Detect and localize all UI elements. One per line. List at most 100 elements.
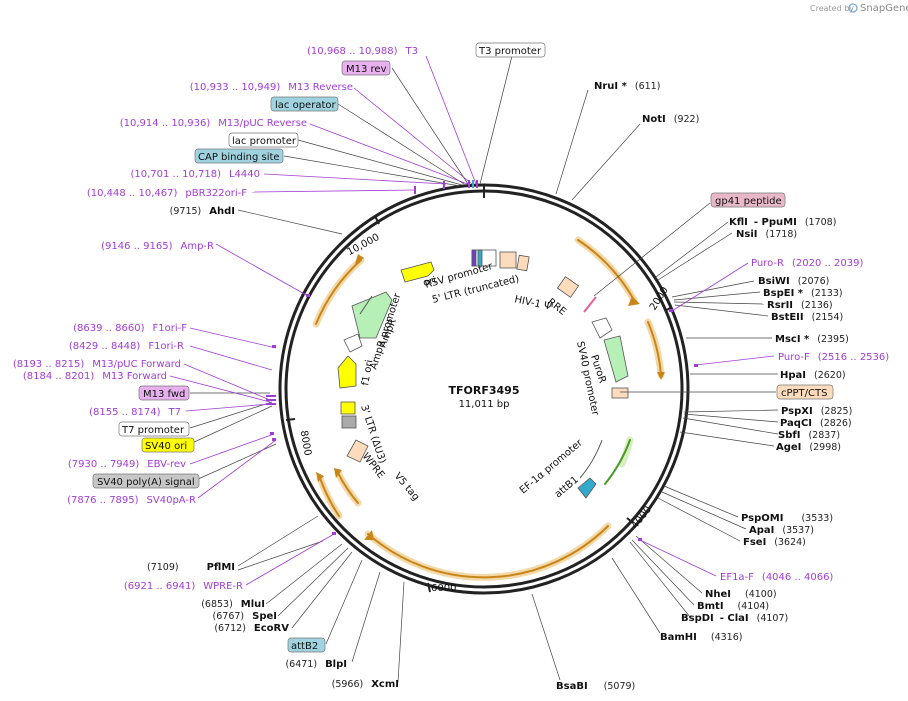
feature-attb1-label: attB1 xyxy=(553,474,581,500)
enzyme-fsei: FseI(3624) xyxy=(743,537,806,548)
enzyme-nhei: NheI(4100) xyxy=(705,589,777,600)
svg-text:CAP binding site: CAP binding site xyxy=(198,152,280,163)
sv40-ori-shape xyxy=(340,401,356,415)
tick-6000 xyxy=(427,582,431,593)
enzyme-bspdi: BspDI- ClaI(4107) xyxy=(681,613,788,624)
box-t3-promoter: T3 promoter xyxy=(475,42,546,58)
enzyme-hpai: HpaI(2620) xyxy=(780,370,846,381)
primer-l4440: (10,701 .. 10,718)L4440 xyxy=(130,169,260,180)
cppt-shape xyxy=(611,387,629,399)
enzyme-pspomi: PspOMI(3533) xyxy=(741,513,833,524)
enzyme-msci: MscI *(2395) xyxy=(775,334,849,345)
enzyme-ahdi: (9715)AhdI xyxy=(170,206,235,217)
feature-f1ori-label: f1 ori xyxy=(360,359,375,387)
credit-prefix: Created by xyxy=(810,4,854,13)
primer-puro-f: Puro-F(2516 .. 2536) xyxy=(778,352,889,363)
primer-t3: (10,968 .. 10,988)T3 xyxy=(307,46,418,57)
tick-2000 xyxy=(664,306,673,312)
feature-ef1a-label: EF-1α promoter xyxy=(518,437,586,496)
left-leader-lines xyxy=(189,55,513,683)
svg-text:lac operator: lac operator xyxy=(275,100,336,111)
primer-wpre-r: (6921 .. 6941)WPRE-R xyxy=(124,581,243,592)
ampr-promoter-shape xyxy=(343,333,363,353)
enzyme-bsabi: BsaBI(5079) xyxy=(556,681,635,692)
feature-v5-label: V5 tag xyxy=(392,471,421,503)
ampr-arrow xyxy=(359,295,373,315)
enzyme-noti: NotI(922) xyxy=(642,114,699,125)
box-m13-rev: M13 rev xyxy=(341,60,391,76)
tick-label-8000: 8000 xyxy=(298,430,313,457)
svg-text:T7 promoter: T7 promoter xyxy=(121,425,185,436)
rre-shape xyxy=(516,254,530,272)
puror-shape xyxy=(603,335,629,383)
feature-rre-label: RRE xyxy=(545,297,568,318)
primer-f1ori-f: (8639 .. 8660)F1ori-F xyxy=(73,323,187,334)
inner-features xyxy=(337,249,629,499)
feature-ori-label: ori xyxy=(422,275,437,289)
primer-amp-r: (9146 .. 9165)Amp-R xyxy=(101,241,214,252)
ampr-shape xyxy=(351,291,393,339)
tick-8000 xyxy=(285,418,296,421)
box-sv40-polya: SV40 poly(A) signal xyxy=(92,473,200,489)
svg-text:T3 promoter: T3 promoter xyxy=(478,46,542,57)
svg-text:attB2: attB2 xyxy=(291,641,318,652)
svg-text:M13 rev: M13 rev xyxy=(346,64,387,75)
hiv-shape xyxy=(499,251,517,269)
gp41-marker xyxy=(583,296,597,313)
primer-t7: (8155 .. 8174)T7 xyxy=(89,407,181,418)
ring-markers xyxy=(266,180,698,541)
svg-text:M13 fwd: M13 fwd xyxy=(143,389,185,400)
sv40-promoter-shape xyxy=(591,317,613,339)
rre-box-shape xyxy=(556,276,580,298)
right-primer-lines xyxy=(639,262,775,577)
box-lac-promoter: lac promoter xyxy=(228,132,299,148)
plasmid-name: TFORF3495 xyxy=(449,384,520,397)
primer-pbr322ori-f: (10,448 .. 10,467)pBR322ori-F xyxy=(87,188,247,199)
enzyme-bamhi: BamHI(4316) xyxy=(660,632,742,643)
primer-m13-reverse: (10,933 .. 10,949)M13 Reverse xyxy=(190,82,353,93)
ori-shape xyxy=(400,261,435,283)
f1ori-shape xyxy=(337,355,357,389)
enzyme-rsrii: RsrII(2136) xyxy=(767,300,833,311)
arc-cppt-halo xyxy=(644,318,665,379)
enzyme-pspxi: PspXI(2825) xyxy=(781,406,852,417)
primer-m13-puc-forward: (8193 .. 8215)M13/pUC Forward xyxy=(13,359,181,370)
enzyme-bsteii: BstEII(2154) xyxy=(771,312,843,323)
wpre-shape xyxy=(346,439,369,463)
enzyme-bspei: BspEI *(2133) xyxy=(763,288,843,299)
box-m13-fwd: M13 fwd xyxy=(138,385,190,401)
polya-shape xyxy=(341,415,357,429)
svg-text:gp41 peptide: gp41 peptide xyxy=(715,196,782,207)
tick-4000 xyxy=(626,517,634,524)
left-primer-lines xyxy=(169,55,477,586)
enzyme-spei: (6767)SpeI xyxy=(213,611,277,622)
primer-m13-forward: (8184 .. 8201)M13 Forward xyxy=(23,371,167,382)
enzyme-xcmi: (5966)XcmI xyxy=(332,679,399,690)
enzyme-mlui: (6853)MluI xyxy=(201,599,265,610)
plasmid-size: 11,011 bp xyxy=(459,399,510,410)
svg-text:SV40 ori: SV40 ori xyxy=(145,441,187,452)
primer-m13-puc-reverse: (10,914 .. 10,936)M13/pUC Reverse xyxy=(120,118,307,129)
enzyme-blpi: (6471)BlpI xyxy=(285,659,347,670)
box-attb2: attB2 xyxy=(287,637,326,653)
primer-ef1a-f: EF1a-F(4046 .. 4066) xyxy=(720,572,833,583)
enzyme-agei: AgeI(2998) xyxy=(776,442,841,453)
enzyme-apai: ApaI(3537) xyxy=(749,525,814,536)
box-cap-binding-site: CAP binding site xyxy=(194,148,284,164)
credit-brand: SnapGene xyxy=(860,3,908,14)
arc-arrowheads xyxy=(316,254,665,540)
svg-text:cPPT/CTS: cPPT/CTS xyxy=(781,388,827,399)
snapgene-logo-icon xyxy=(848,3,858,13)
primer-puro-r: Puro-R(2020 .. 2039) xyxy=(751,258,863,269)
enzyme-nrui: NruI *(611) xyxy=(594,81,660,92)
box-cppt: cPPT/CTS xyxy=(776,384,834,400)
enzyme-bsiwi: BsiWI(2076) xyxy=(758,276,829,287)
enzyme-sbfi: SbfI(2837) xyxy=(778,430,840,441)
tick-10000 xyxy=(374,215,380,225)
enzyme-ecorv: (6712)EcoRV xyxy=(214,623,289,634)
svg-text:SV40 poly(A) signal: SV40 poly(A) signal xyxy=(97,477,195,488)
svg-text:lac promoter: lac promoter xyxy=(232,136,297,147)
ef1a-shape xyxy=(579,439,603,479)
enzyme-bmti: BmtI(4104) xyxy=(697,601,769,612)
